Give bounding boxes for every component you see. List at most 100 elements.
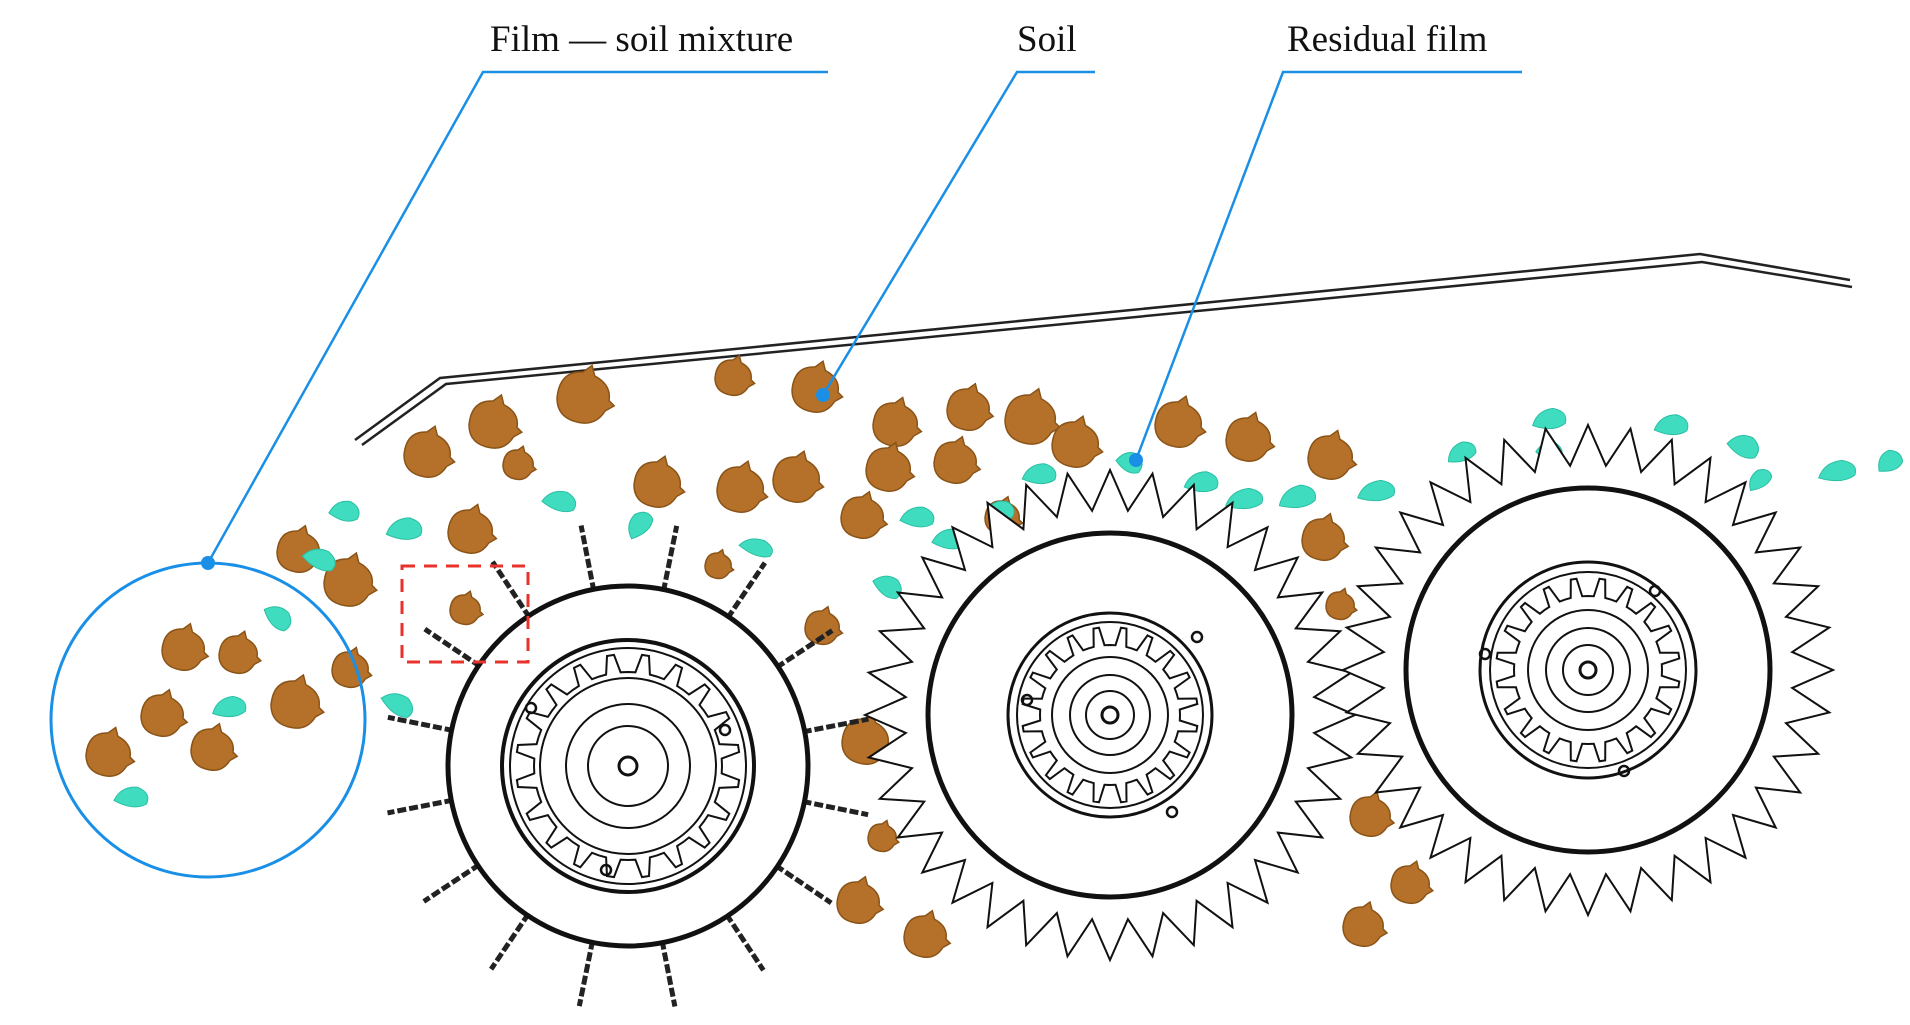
roller-inner-gear [515,653,741,879]
soil-particle [704,548,735,580]
residual-film-piece [1357,479,1396,502]
roller-inner-gear [1495,577,1681,763]
label-soil: Soil [1017,19,1077,60]
soil-particle [946,382,995,432]
roller-spike [802,798,869,818]
soil-particle [190,722,239,772]
soil-particle [1390,859,1435,905]
soil-particle [331,646,373,689]
roller-spike [802,716,869,735]
spiked-roller [387,525,869,1007]
soil-particle [468,393,524,449]
soil-particle [161,622,210,672]
residual-film-piece [301,548,336,572]
soil-particle [1307,429,1358,480]
residual-film-piece [1818,459,1857,482]
residual-film-piece [1021,463,1057,485]
serrated-roller-middle [862,467,1358,963]
soil-particle [1349,790,1396,838]
roller-spike [423,627,482,669]
leader-dots [201,388,1143,570]
leader-lines [206,70,1522,564]
residual-film-piece [628,511,654,540]
residual-film-piece [1225,487,1264,510]
roller-spike [490,560,532,619]
roller-spike [660,525,680,592]
soil-particle [716,459,769,513]
residual-film-piece [380,693,414,718]
soil-particle [865,441,916,492]
soil-particle [1225,411,1276,462]
soil-particle [772,449,825,503]
residual-film-piece [385,517,423,540]
soil-particle [903,909,952,959]
highlight-box [400,564,530,664]
magnified-mixture-circle [49,561,367,879]
residual-film-piece [1653,414,1689,436]
soil-particle [449,589,485,626]
soil-particle [933,435,982,485]
cover-plate [354,252,1853,447]
roller-spike [489,912,531,971]
roller-spike [659,940,678,1007]
roller-inner-gear [1021,626,1199,804]
soil-particle [1342,900,1389,948]
residual-film-pieces [263,407,1904,718]
soil-particle [140,688,189,738]
residual-film-piece [1749,469,1773,492]
roller-spike [774,863,833,905]
residual-film-piece [113,786,149,808]
roller-spike [775,628,834,670]
roller-spike [724,913,766,972]
residual-film-piece [541,490,577,513]
soil-particle [270,673,326,729]
soil-particle [1004,387,1062,445]
leader-residual-film [1134,70,1522,461]
soil-particles [276,354,1435,959]
soil-particle [447,503,498,554]
roller-spike [725,561,767,620]
soil-particle [1051,414,1104,468]
soil-particle [1154,394,1207,448]
serrated-disc [862,467,1358,963]
residual-film-piece [212,695,247,718]
residual-film-piece [1532,407,1567,430]
residual-film-piece [1726,435,1760,459]
roller-spike [387,797,454,816]
leader-soil [821,70,1095,396]
residual-film-piece [328,500,360,522]
soil-particle [1325,587,1359,621]
soil-particle [714,354,756,397]
serrated-disc [1340,422,1836,918]
soil-particle [836,875,885,925]
soil-particle [872,396,923,447]
residual-film-piece [1278,484,1317,509]
soil-particle [633,454,686,508]
soil-particle [804,605,844,646]
soil-particle [867,819,901,853]
magnified-particles [85,622,326,808]
residual-film-piece [263,606,292,632]
soil-particle [556,364,616,424]
residual-film-piece [1878,450,1904,472]
soil-particle [323,551,379,607]
residual-film-piece [899,506,935,528]
residual-film-piece [738,538,773,558]
roller-spike [422,862,481,904]
label-film-soil-mixture: Film — soil mixture [490,19,793,60]
roller-spike [578,525,597,592]
soil-particle [403,424,456,478]
label-residual-film: Residual film [1287,19,1488,60]
soil-particle [85,726,136,777]
roller-spike [387,714,454,734]
roller-spikes [387,525,869,1007]
residual-film-piece [872,575,902,600]
soil-particle [840,490,889,540]
serrated-roller-right [1340,422,1836,918]
soil-particle [791,359,844,413]
soil-particle [1301,512,1350,562]
soil-particle [502,444,538,481]
soil-particle [218,629,263,675]
leader-mixture [206,70,828,564]
